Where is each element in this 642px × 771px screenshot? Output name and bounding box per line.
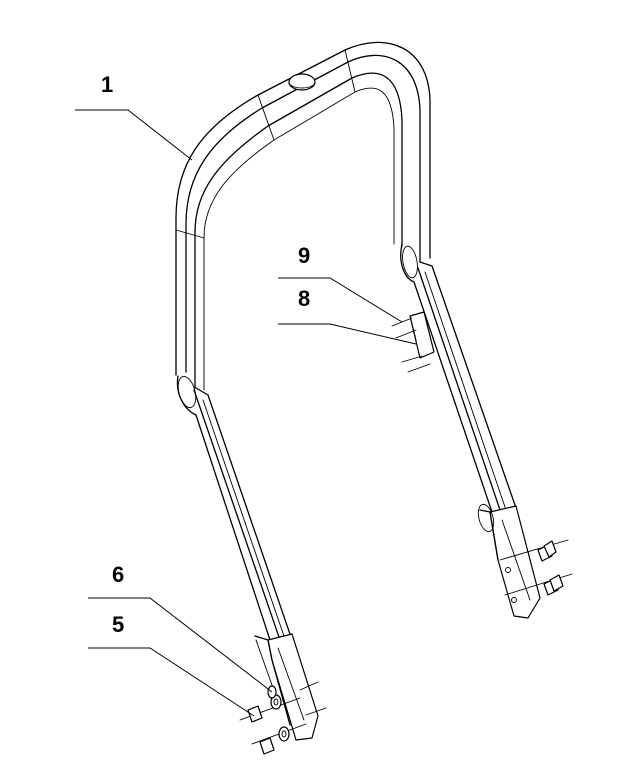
callout-leaders bbox=[75, 109, 417, 717]
callout-6: 6 bbox=[112, 562, 124, 587]
callout-5: 5 bbox=[112, 612, 124, 637]
right-lower-leg bbox=[400, 243, 541, 619]
callout-1: 1 bbox=[101, 72, 113, 97]
callout-9: 9 bbox=[298, 243, 310, 268]
callout-8: 8 bbox=[298, 286, 310, 311]
right-bolts bbox=[499, 539, 573, 596]
upper-handle-bar bbox=[175, 41, 431, 391]
left-fasteners bbox=[239, 685, 307, 755]
left-lower-leg bbox=[176, 375, 327, 741]
